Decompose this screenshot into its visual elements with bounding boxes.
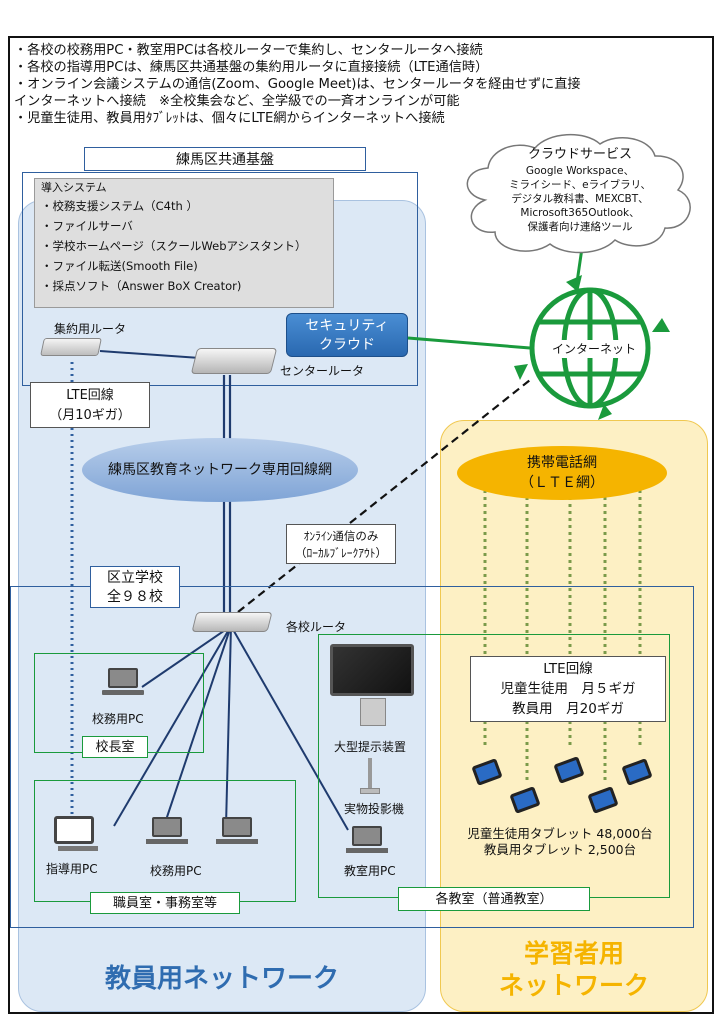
system-item: ・校務支援システム（C4th ） bbox=[41, 199, 198, 213]
note-line: ・児童生徒用、教員用ﾀﾌﾞﾚｯﾄは、個々にLTE網からインターネットへ接続 bbox=[14, 111, 445, 126]
tablet-count-line: 児童生徒用タブレット 48,000台 bbox=[467, 826, 653, 841]
mobile-network-line: 携帯電話網 bbox=[527, 455, 597, 471]
laptop-icon bbox=[222, 817, 252, 837]
principal-pc-label: 校務用PC bbox=[92, 712, 144, 726]
notes: ・各校の校務用PC・教室用PCは各校ルーターで集約し、センタールータへ接続 ・各… bbox=[14, 42, 714, 127]
note-line: インターネットへ接続 ※全校集会など、全学級での一斉オンラインが可能 bbox=[14, 94, 460, 109]
note-line: ・各校の指導用PCは、練馬区共通基盤の集約用ルータに直接接続（LTE通信時） bbox=[14, 60, 489, 75]
center-router-icon bbox=[190, 348, 278, 374]
cloud-service-item: 保護者向け連絡ツール bbox=[527, 221, 633, 233]
teaching-pc-label: 指導用PC bbox=[46, 862, 98, 876]
security-cloud-line: セキュリティ bbox=[305, 318, 389, 334]
common-base-box bbox=[22, 172, 418, 386]
lte-teacher-line: LTE回線 bbox=[66, 388, 114, 403]
laptop-base bbox=[146, 839, 188, 844]
lte-teacher-label: LTE回線 （月10ギガ） bbox=[30, 382, 150, 428]
cloud-service-item: ミライシード、eライブラリ、 bbox=[509, 179, 651, 191]
laptop-icon bbox=[152, 817, 182, 837]
system-item: ・学校ホームページ（スクールWebアシスタント） bbox=[41, 239, 307, 253]
learner-network-line: ネットワーク bbox=[498, 971, 649, 1000]
laptop-icon bbox=[352, 826, 382, 846]
school-label-line: 全９８校 bbox=[107, 589, 163, 605]
laptop-base bbox=[102, 690, 144, 695]
cloud-services: クラウドサービス Google Workspace、 ミライシード、eライブラリ… bbox=[470, 146, 690, 234]
principal-room-label: 校長室 bbox=[82, 736, 148, 758]
center-router-label: センタールータ bbox=[280, 364, 365, 378]
camera-label: 実物投影機 bbox=[344, 802, 405, 816]
classroom-pc-label: 教室用PC bbox=[344, 864, 396, 878]
learner-network-line: 学習者用 bbox=[523, 939, 624, 968]
school-router-icon bbox=[191, 612, 273, 632]
lte-tablet-line: 児童生徒用 月５ギガ bbox=[500, 681, 636, 697]
system-item: ・採点ソフト（Answer BoX Creator) bbox=[41, 279, 242, 293]
mobile-network-ellipse: 携帯電話網 （ＬＴＥ網） bbox=[457, 446, 667, 500]
lte-tablet-line: LTE回線 bbox=[543, 661, 593, 677]
lte-tablet-box: LTE回線 児童生徒用 月５ギガ 教員用 月20ギガ bbox=[470, 656, 666, 722]
monitor-icon bbox=[54, 816, 94, 844]
school-label: 区立学校 全９８校 bbox=[90, 566, 180, 608]
online-only-line: ｵﾝﾗｲﾝ通信のみ bbox=[303, 529, 379, 543]
camera-icon bbox=[368, 758, 372, 788]
school-label-line: 区立学校 bbox=[107, 570, 163, 586]
learner-network-title: 学習者用 ネットワーク bbox=[440, 938, 708, 1002]
system-item: ・ファイルサーバ bbox=[41, 219, 133, 233]
cloud-service-item: Google Workspace、 bbox=[525, 165, 635, 177]
display-icon bbox=[330, 644, 414, 696]
laptop-base bbox=[346, 848, 388, 853]
cloud-title: クラウドサービス bbox=[527, 147, 632, 162]
cloud-service-item: Microsoft365Outlook、 bbox=[520, 207, 640, 219]
security-cloud-box: セキュリティ クラウド bbox=[286, 313, 408, 357]
mobile-network-line: （ＬＴＥ網） bbox=[520, 475, 604, 491]
systems-panel: 導入システム ・校務支援システム（C4th ） ・ファイルサーバ ・学校ホームペ… bbox=[34, 178, 334, 308]
laptop-icon bbox=[108, 668, 138, 688]
online-only-label: ｵﾝﾗｲﾝ通信のみ （ﾛｰｶﾙﾌﾞﾚｰｸｱｳﾄ） bbox=[286, 524, 396, 564]
cloud-service-item: デジタル教科書、MEXCBT、 bbox=[511, 193, 649, 205]
internet-label: インターネット bbox=[548, 340, 640, 358]
edu-network-ellipse: 練馬区教育ネットワーク専用回線網 bbox=[82, 438, 358, 502]
laptop-base bbox=[216, 839, 258, 844]
monitor-stand bbox=[58, 846, 98, 851]
school-box bbox=[10, 586, 694, 928]
security-cloud-line: クラウド bbox=[319, 337, 375, 353]
camera-base bbox=[360, 788, 380, 794]
online-only-line: （ﾛｰｶﾙﾌﾞﾚｰｸｱｳﾄ） bbox=[295, 546, 387, 560]
note-line: ・各校の校務用PC・教室用PCは各校ルーターで集約し、センタールータへ接続 bbox=[14, 43, 483, 58]
tablet-count-line: 教員用タブレット 2,500台 bbox=[483, 842, 637, 857]
system-item: ・ファイル転送(Smooth File) bbox=[41, 259, 198, 273]
teacher-network-title: 教員用ネットワーク bbox=[104, 964, 339, 994]
classroom-label: 各教室（普通教室） bbox=[398, 887, 590, 911]
display-stand bbox=[360, 698, 386, 726]
admin-pc-label: 校務用PC bbox=[150, 864, 202, 878]
common-base-title: 練馬区共通基盤 bbox=[84, 147, 366, 171]
systems-header: 導入システム bbox=[41, 181, 107, 194]
edu-network-label: 練馬区教育ネットワーク専用回線網 bbox=[108, 462, 332, 478]
aggregate-router-icon bbox=[40, 338, 102, 356]
lte-teacher-line: （月10ギガ） bbox=[49, 408, 131, 423]
outer-frame bbox=[8, 36, 714, 1014]
tablet-counts: 児童生徒用タブレット 48,000台 教員用タブレット 2,500台 bbox=[440, 826, 680, 858]
aggregate-router-label: 集約用ルータ bbox=[54, 322, 127, 336]
staff-room-label: 職員室・事務室等 bbox=[90, 892, 240, 914]
cloud-shape bbox=[466, 133, 691, 254]
school-router-label: 各校ルータ bbox=[286, 620, 347, 634]
display-label: 大型提示装置 bbox=[334, 740, 407, 754]
lte-tablet-line: 教員用 月20ギガ bbox=[512, 701, 624, 717]
note-line: ・オンライン会議システムの通信(Zoom、Google Meet)は、センタール… bbox=[14, 77, 581, 92]
